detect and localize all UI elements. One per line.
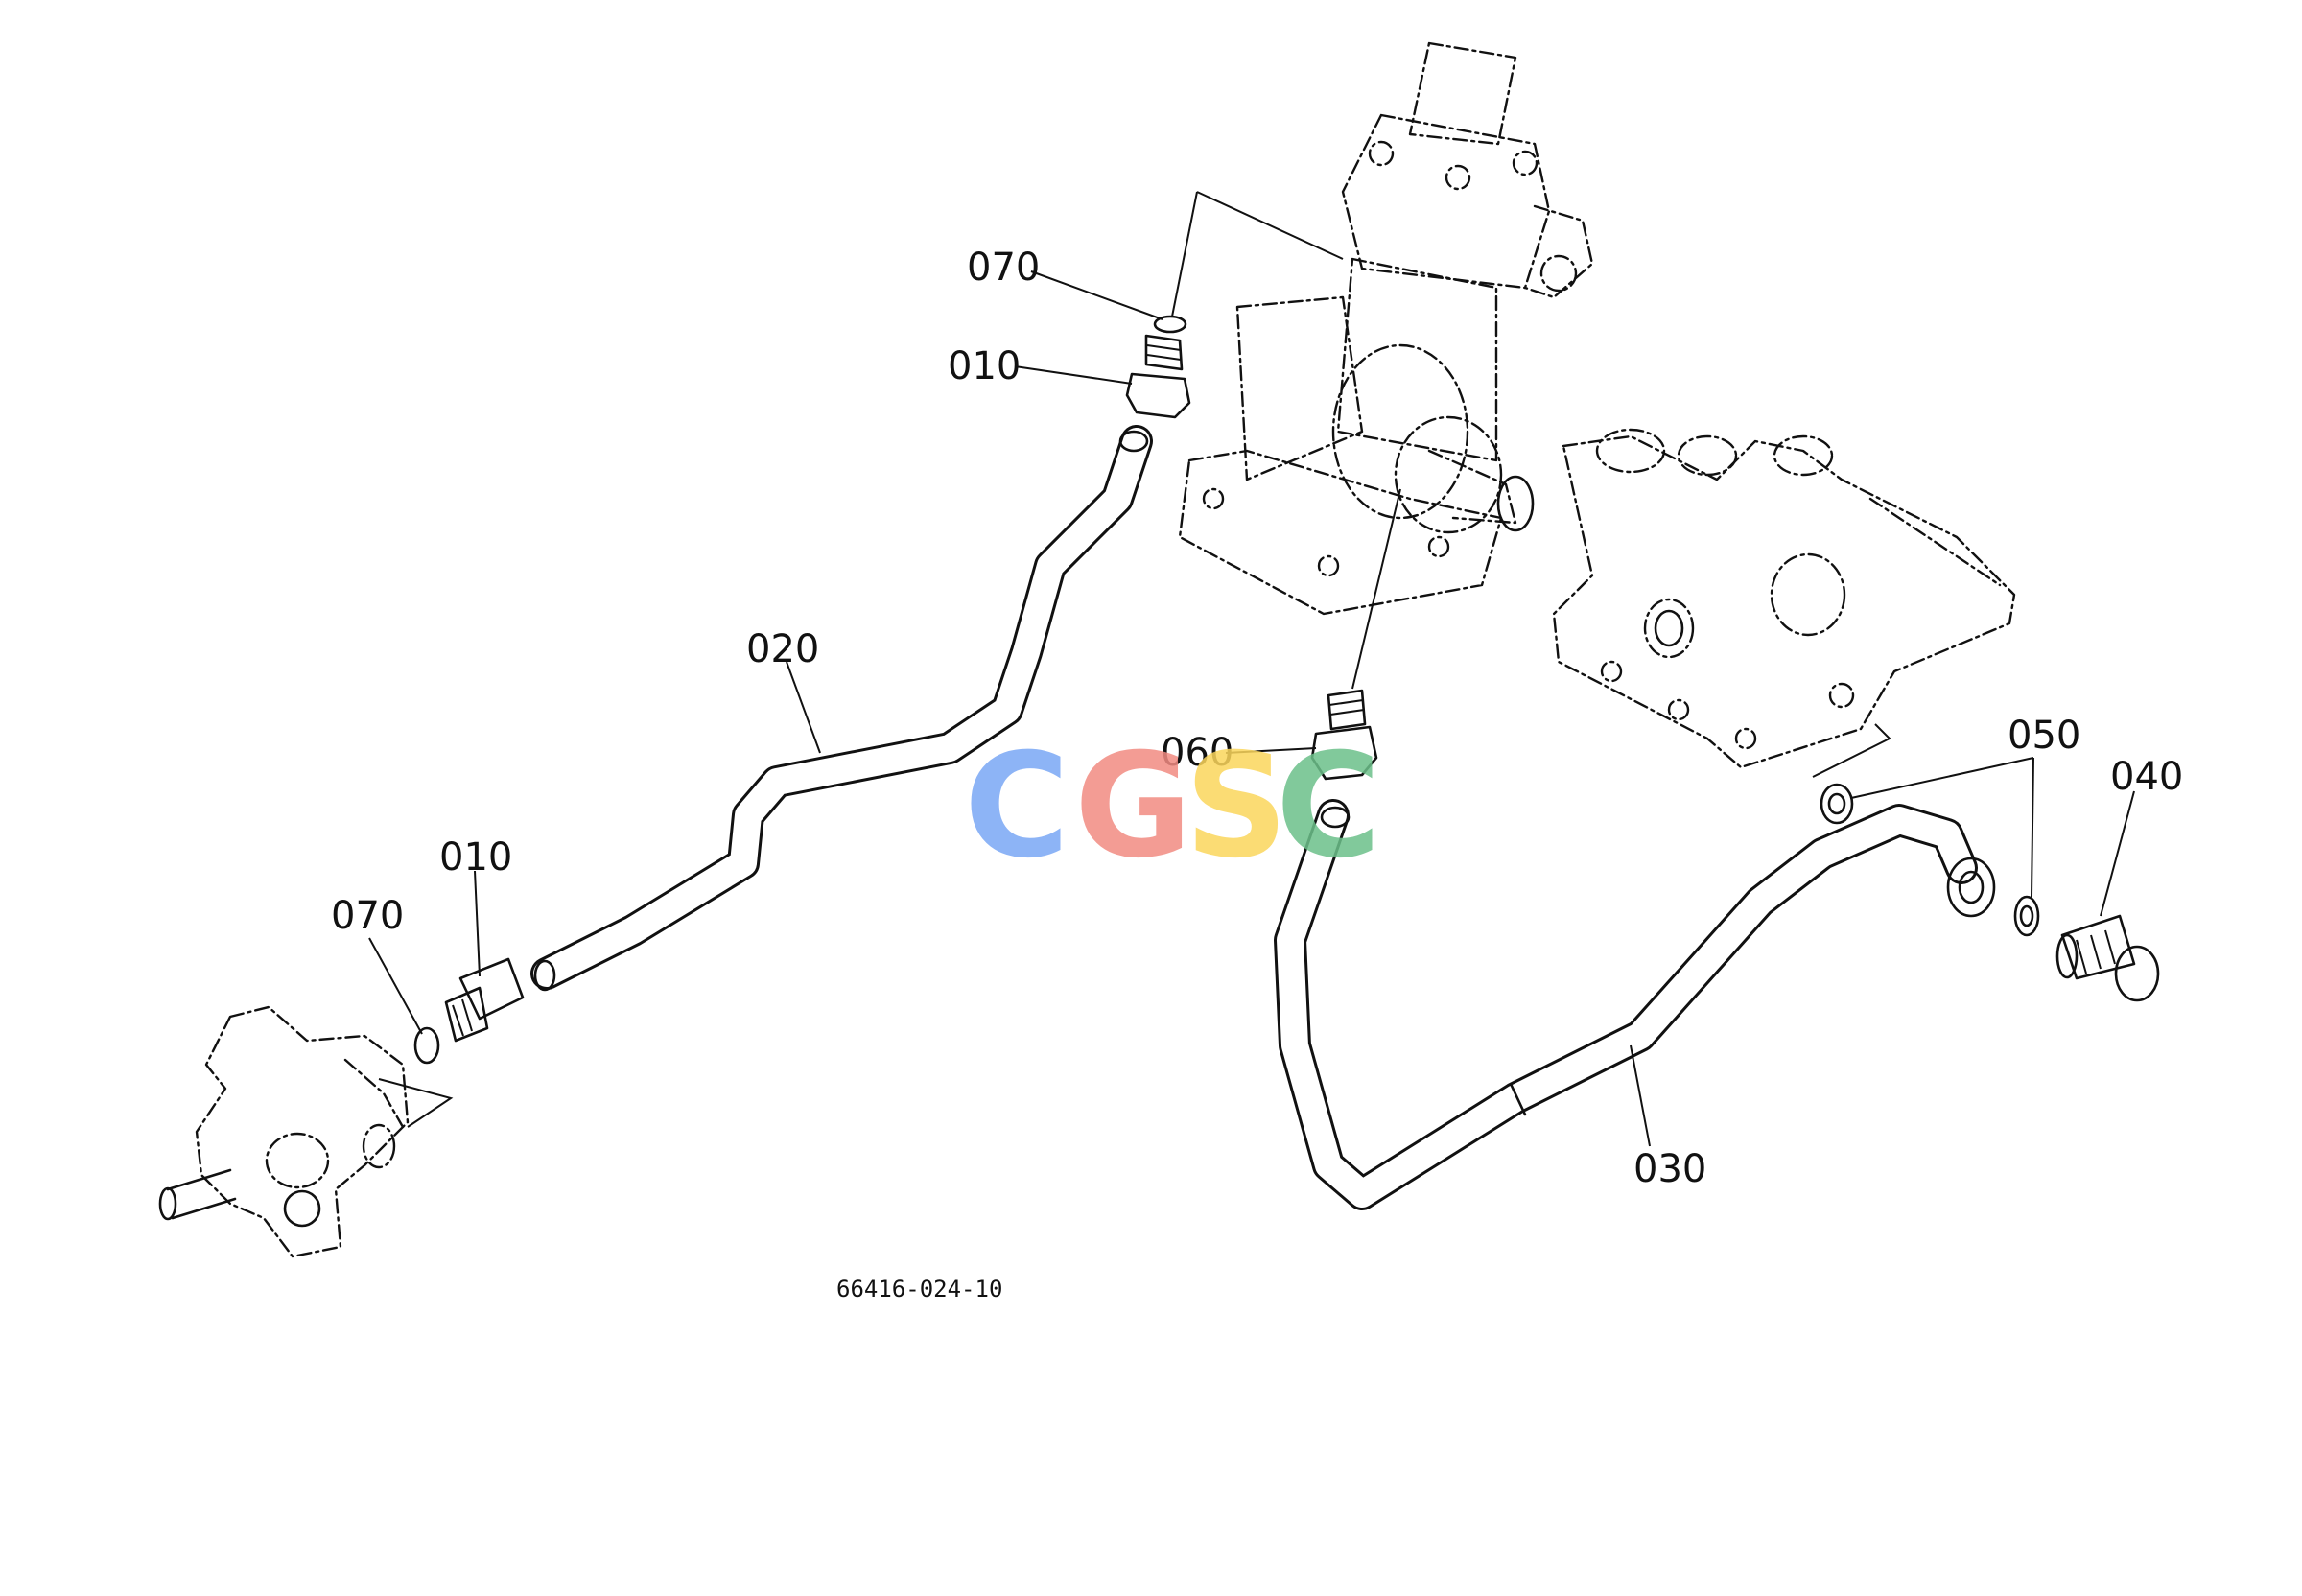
diagram-number: 66416-024-10	[836, 1276, 1002, 1303]
callout-050: 050	[2008, 714, 2080, 758]
seal-washer-050-a	[1820, 783, 1854, 825]
control-valve-body	[158, 1005, 454, 1258]
banjo-fitting	[1946, 857, 1996, 918]
watermark-letter-c1: C	[964, 723, 1069, 890]
leader-lines	[368, 191, 2135, 1147]
banjo-bolt-040	[2055, 914, 2160, 1002]
callout-030: 030	[1633, 1147, 1706, 1191]
callout-060: 060	[1161, 731, 1233, 775]
callout-070-top: 070	[967, 246, 1040, 290]
hose-030	[1274, 799, 1978, 1210]
watermark-letter-g: G	[1074, 723, 1192, 890]
watermark-logo: C G S C	[964, 723, 1381, 890]
hydraulic-cylinder-block	[1552, 428, 2016, 769]
adaptor-060	[1310, 689, 1378, 781]
callout-040: 040	[2110, 755, 2183, 799]
callout-labels: 070 010 020 010 070 060 030 050 040 6641…	[331, 246, 2183, 1303]
o-ring-070-top	[1153, 315, 1187, 334]
callout-070-left: 070	[331, 894, 404, 938]
hose-020	[530, 425, 1153, 992]
callout-020: 020	[746, 627, 819, 671]
watermark-letter-s: S	[1185, 723, 1288, 890]
seal-washer-050-b	[2013, 895, 2040, 937]
steering-gear-housing	[1178, 41, 1594, 616]
callout-010-top: 010	[948, 344, 1021, 388]
adaptor-010-left	[444, 957, 525, 1043]
watermark-letter-c2: C	[1276, 723, 1381, 890]
callout-010-left: 010	[439, 835, 512, 880]
o-ring-070-left	[413, 1026, 440, 1065]
adaptor-010-top	[1125, 334, 1191, 419]
